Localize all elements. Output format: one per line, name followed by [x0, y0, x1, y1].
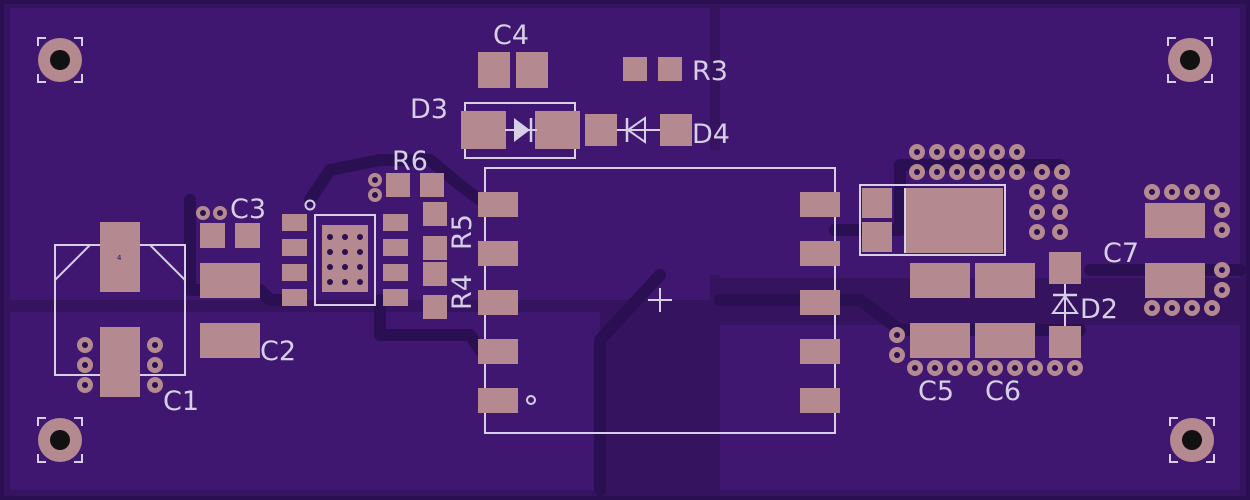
r6-pad-right: [420, 173, 444, 197]
component-u1: [478, 167, 840, 434]
component-d3: [461, 102, 580, 159]
diode-symbol-icon: [617, 116, 660, 144]
label-r5: R5: [447, 214, 478, 250]
d2-pad-bottom: [1049, 326, 1081, 358]
c2-pad-top: [200, 263, 260, 298]
origin-cross-icon: [648, 288, 672, 312]
label-r4: R4: [447, 274, 478, 310]
label-c1: C1: [163, 386, 199, 417]
c3-pad-left: [200, 223, 225, 248]
c1-pad-number: 4: [117, 254, 122, 262]
r3-pad-right: [658, 57, 682, 81]
component-u2: [282, 199, 408, 306]
component-c7: [1144, 184, 1230, 316]
u1-pin1-marker: [526, 395, 536, 405]
d4-pad-right: [660, 114, 692, 146]
trace-diag: [594, 269, 666, 496]
pour-center-notch: [660, 150, 890, 275]
c4-pad-right: [516, 52, 548, 88]
label-c6: C6: [985, 376, 1021, 407]
c5-pad-bottom: [910, 323, 970, 358]
mounting-hole-icon: [1169, 417, 1215, 463]
c1-pad-bottom: [100, 327, 140, 397]
label-c7: C7: [1103, 238, 1139, 269]
c3-vias: [196, 206, 227, 220]
r4-pad-bottom: [423, 295, 447, 319]
c7-pad-top: [1145, 203, 1205, 238]
c3-pad-right: [235, 223, 260, 248]
label-c4: C4: [493, 20, 529, 51]
label-d2: D2: [1080, 294, 1118, 325]
c7-pad-bottom: [1145, 263, 1205, 298]
c5-pad-top: [910, 263, 970, 298]
label-r3: R3: [692, 56, 728, 87]
label-r6: R6: [392, 146, 428, 177]
diode-symbol-icon: [1051, 284, 1079, 326]
mounting-hole-icon: [37, 417, 83, 463]
trace-under-r4: [374, 294, 486, 356]
trace-mid: [304, 154, 486, 206]
component-c1: 4: [54, 222, 186, 397]
component-d2: [1049, 252, 1081, 358]
r6-vias: [368, 173, 382, 202]
r5-pad-top: [423, 202, 447, 226]
r6-pad-left: [386, 173, 410, 197]
u2-pin1-marker: [304, 199, 316, 211]
label-c5: C5: [918, 376, 954, 407]
via-array-top: [909, 144, 1070, 240]
c6-pad-bottom: [975, 323, 1035, 358]
component-d4: [585, 114, 692, 146]
c2-pad-bottom: [200, 323, 260, 358]
d3-pad-left: [461, 111, 506, 149]
diode-symbol-icon: [505, 118, 537, 142]
label-d3: D3: [410, 94, 448, 125]
r5-pad-bottom: [423, 236, 447, 260]
r4-pad-top: [423, 262, 447, 286]
copper-pours: [10, 8, 1240, 490]
c6-pad-top: [975, 263, 1035, 298]
d4-pad-left: [585, 114, 617, 146]
component-l1: [859, 184, 1006, 256]
label-d4: D4: [692, 119, 730, 150]
mounting-hole-icon: [37, 37, 83, 83]
label-c3: C3: [230, 194, 266, 225]
r3-pad-left: [623, 57, 647, 81]
via-array-bottom: [889, 327, 1083, 376]
d2-pad-top: [1049, 252, 1081, 284]
label-c2: C2: [260, 336, 296, 367]
mounting-hole-icon: [1167, 37, 1213, 83]
d3-pad-right: [535, 111, 580, 149]
c1-pad-top: [100, 222, 140, 292]
c4-pad-left: [478, 52, 510, 88]
